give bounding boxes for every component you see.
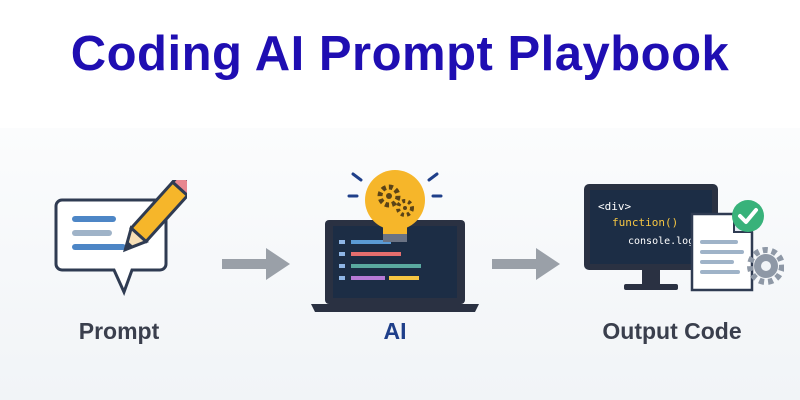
monitor-code-document-icon: <div> function() console.log(): [584, 184, 784, 292]
step-label-output-code: Output Code: [602, 318, 742, 344]
code-line-2: function(): [612, 216, 678, 229]
step-label-prompt: Prompt: [78, 318, 160, 344]
laptop-lightbulb-icon: [311, 170, 479, 312]
code-line-3: console.log(): [628, 236, 706, 247]
speech-bubble-pencil-icon: [54, 180, 187, 296]
arrow-right-icon: [222, 248, 290, 280]
arrow-right-icon: [492, 248, 560, 280]
code-line-1: <div>: [598, 200, 631, 213]
step-label-ai: AI: [383, 318, 407, 344]
page-title: Coding AI Prompt Playbook: [70, 27, 730, 81]
